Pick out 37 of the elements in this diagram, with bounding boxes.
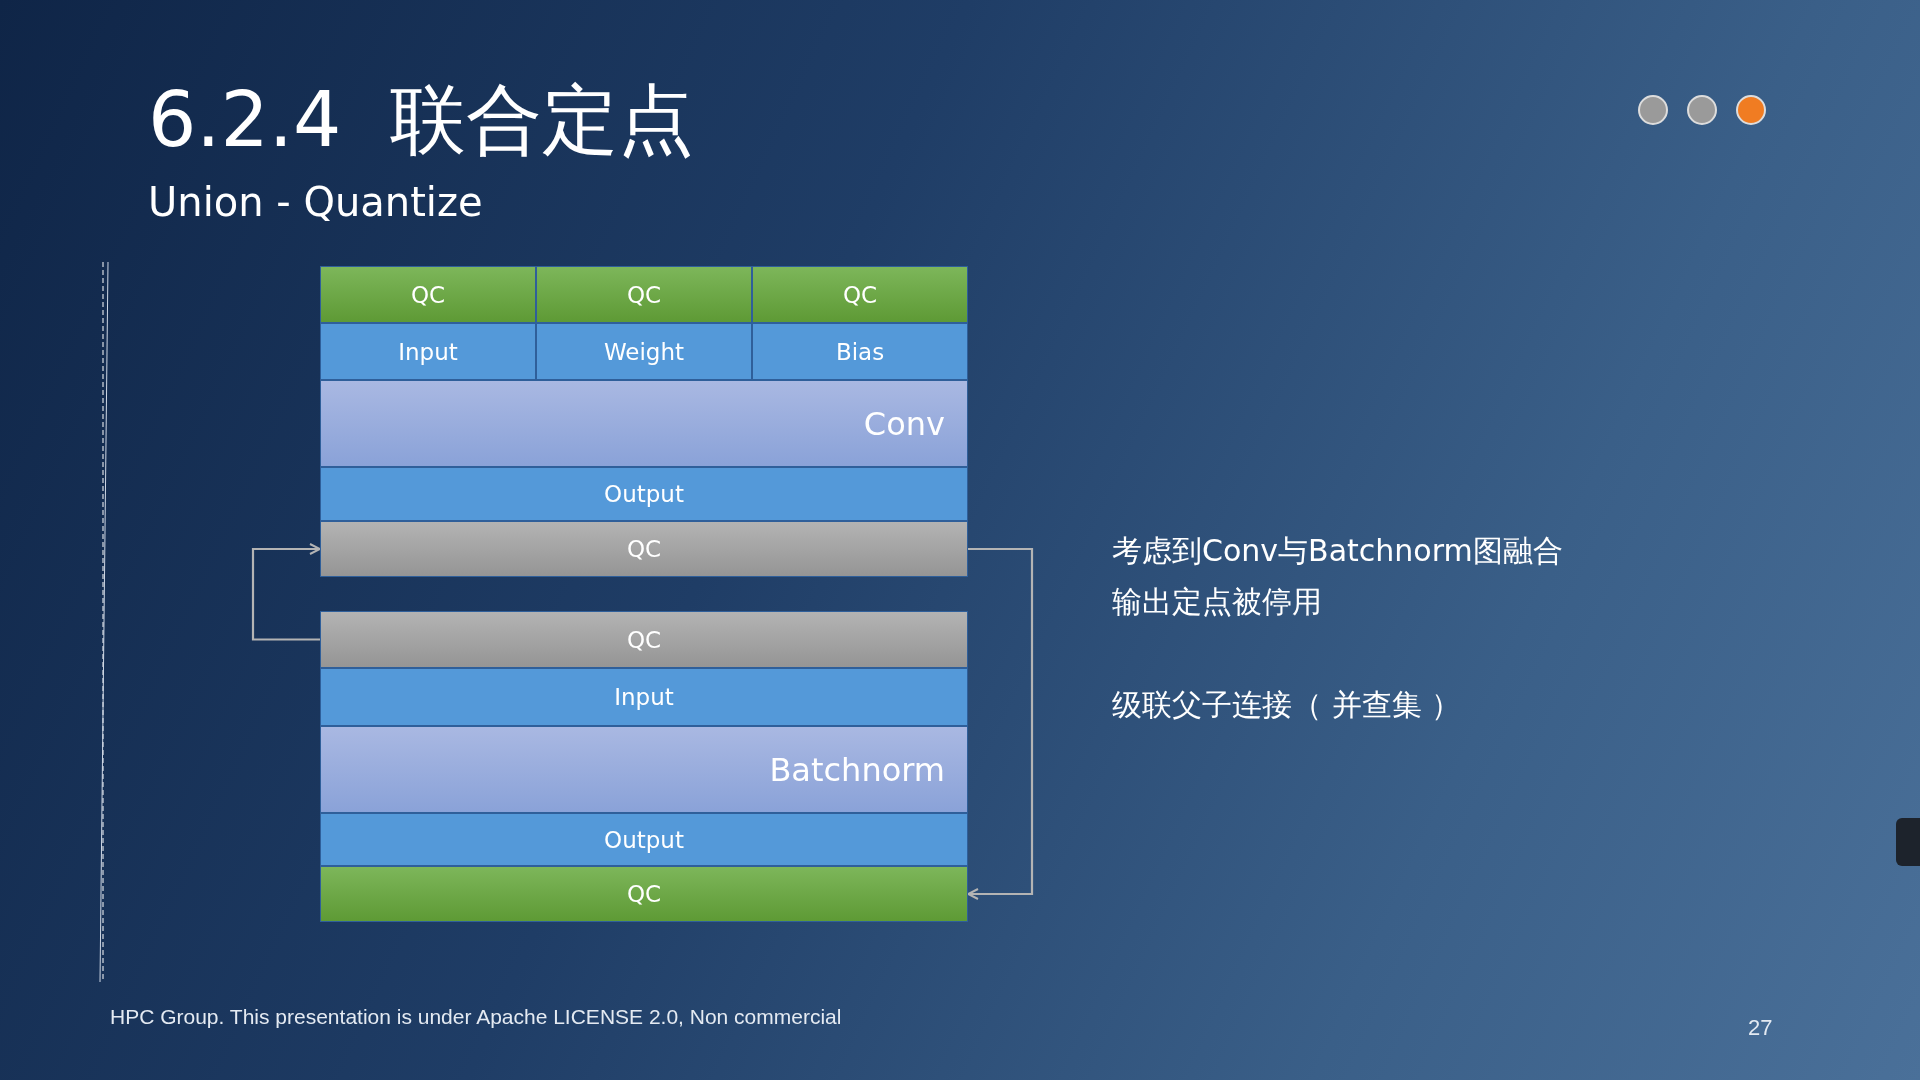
tensor-cell	[320, 813, 968, 866]
quantization-cell	[320, 866, 968, 922]
quantization-cell	[320, 266, 536, 323]
quantization-cell	[752, 266, 968, 323]
slide-title: 6.2.4 联合定点	[148, 78, 694, 162]
cell-label: Input	[614, 684, 674, 710]
cell-label: Weight	[603, 338, 685, 365]
cell-label: QC	[842, 281, 878, 308]
connector-arrow	[967, 547, 1034, 900]
cell-label: Output	[604, 826, 684, 853]
cell-label: QC	[626, 626, 662, 653]
cell-label: QC	[626, 281, 662, 308]
disabled-quantization-bar	[320, 611, 968, 668]
note-text: 级联父子连接（ 并查集 ）	[1112, 687, 1462, 723]
tensor-cell	[320, 323, 536, 380]
tensor-cell	[536, 323, 752, 380]
slide-subtitle: Union - Quantize	[148, 178, 483, 226]
connector-arrow	[251, 543, 321, 641]
tensor-cell	[752, 323, 968, 380]
cell-label: Bias	[835, 338, 885, 365]
tensor-cell	[320, 668, 968, 726]
footer-text: HPC Group. This presentation is under Apache LICENSE 2.0, Non commercial	[110, 1004, 842, 1030]
quantization-cell	[536, 266, 752, 323]
operator-block	[320, 726, 968, 813]
cell-label: Batchnorm	[769, 750, 945, 789]
cell-label: Conv	[863, 404, 945, 443]
note-text: 考虑到Conv与Batchnorm图融合	[1112, 533, 1563, 569]
page-number: 27	[1748, 1015, 1773, 1042]
tensor-cell	[320, 467, 968, 521]
cell-label: QC	[626, 536, 662, 562]
cell-label: QC	[410, 281, 446, 308]
cell-label: QC	[626, 881, 662, 907]
disabled-quantization-bar	[320, 521, 968, 577]
cell-label: Input	[398, 338, 458, 365]
cell-label: Output	[604, 481, 684, 507]
note-text: 输出定点被停用	[1112, 584, 1322, 620]
operator-block	[320, 380, 968, 467]
